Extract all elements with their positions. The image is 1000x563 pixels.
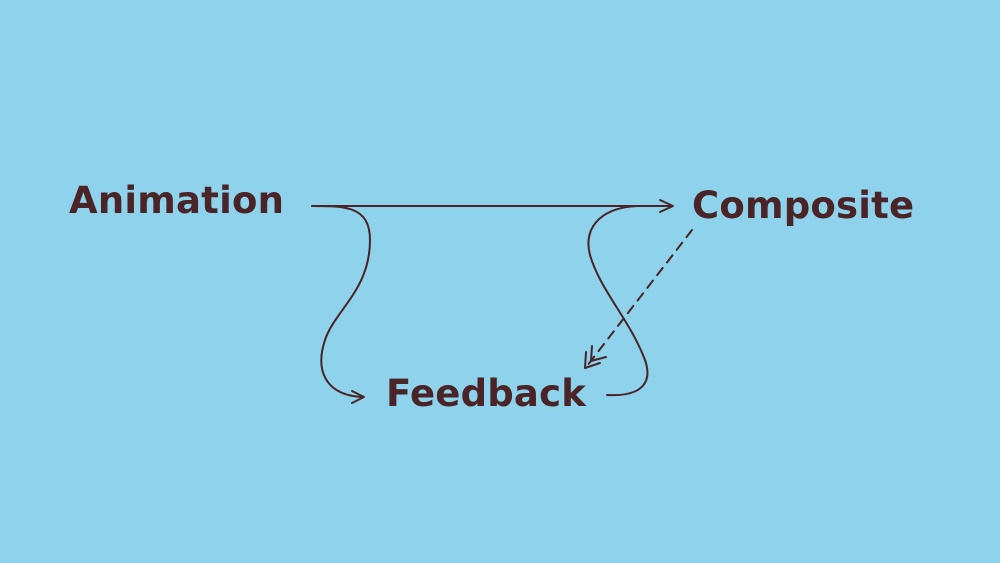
edge-animation-to-feedback <box>311 205 371 398</box>
arrowhead-feedback-dashed-icon <box>584 351 601 369</box>
node-feedback: Feedback <box>386 372 587 415</box>
node-composite: Composite <box>692 184 915 227</box>
arrowhead-composite-icon <box>659 199 674 213</box>
edge-feedback-to-composite <box>587 205 649 397</box>
node-animation: Animation <box>69 179 285 222</box>
edge-composite-to-feedback-dashed <box>586 229 693 367</box>
arrowhead-feedback-dashed-inner-icon <box>590 345 607 362</box>
arrowhead-feedback-icon <box>351 390 365 404</box>
